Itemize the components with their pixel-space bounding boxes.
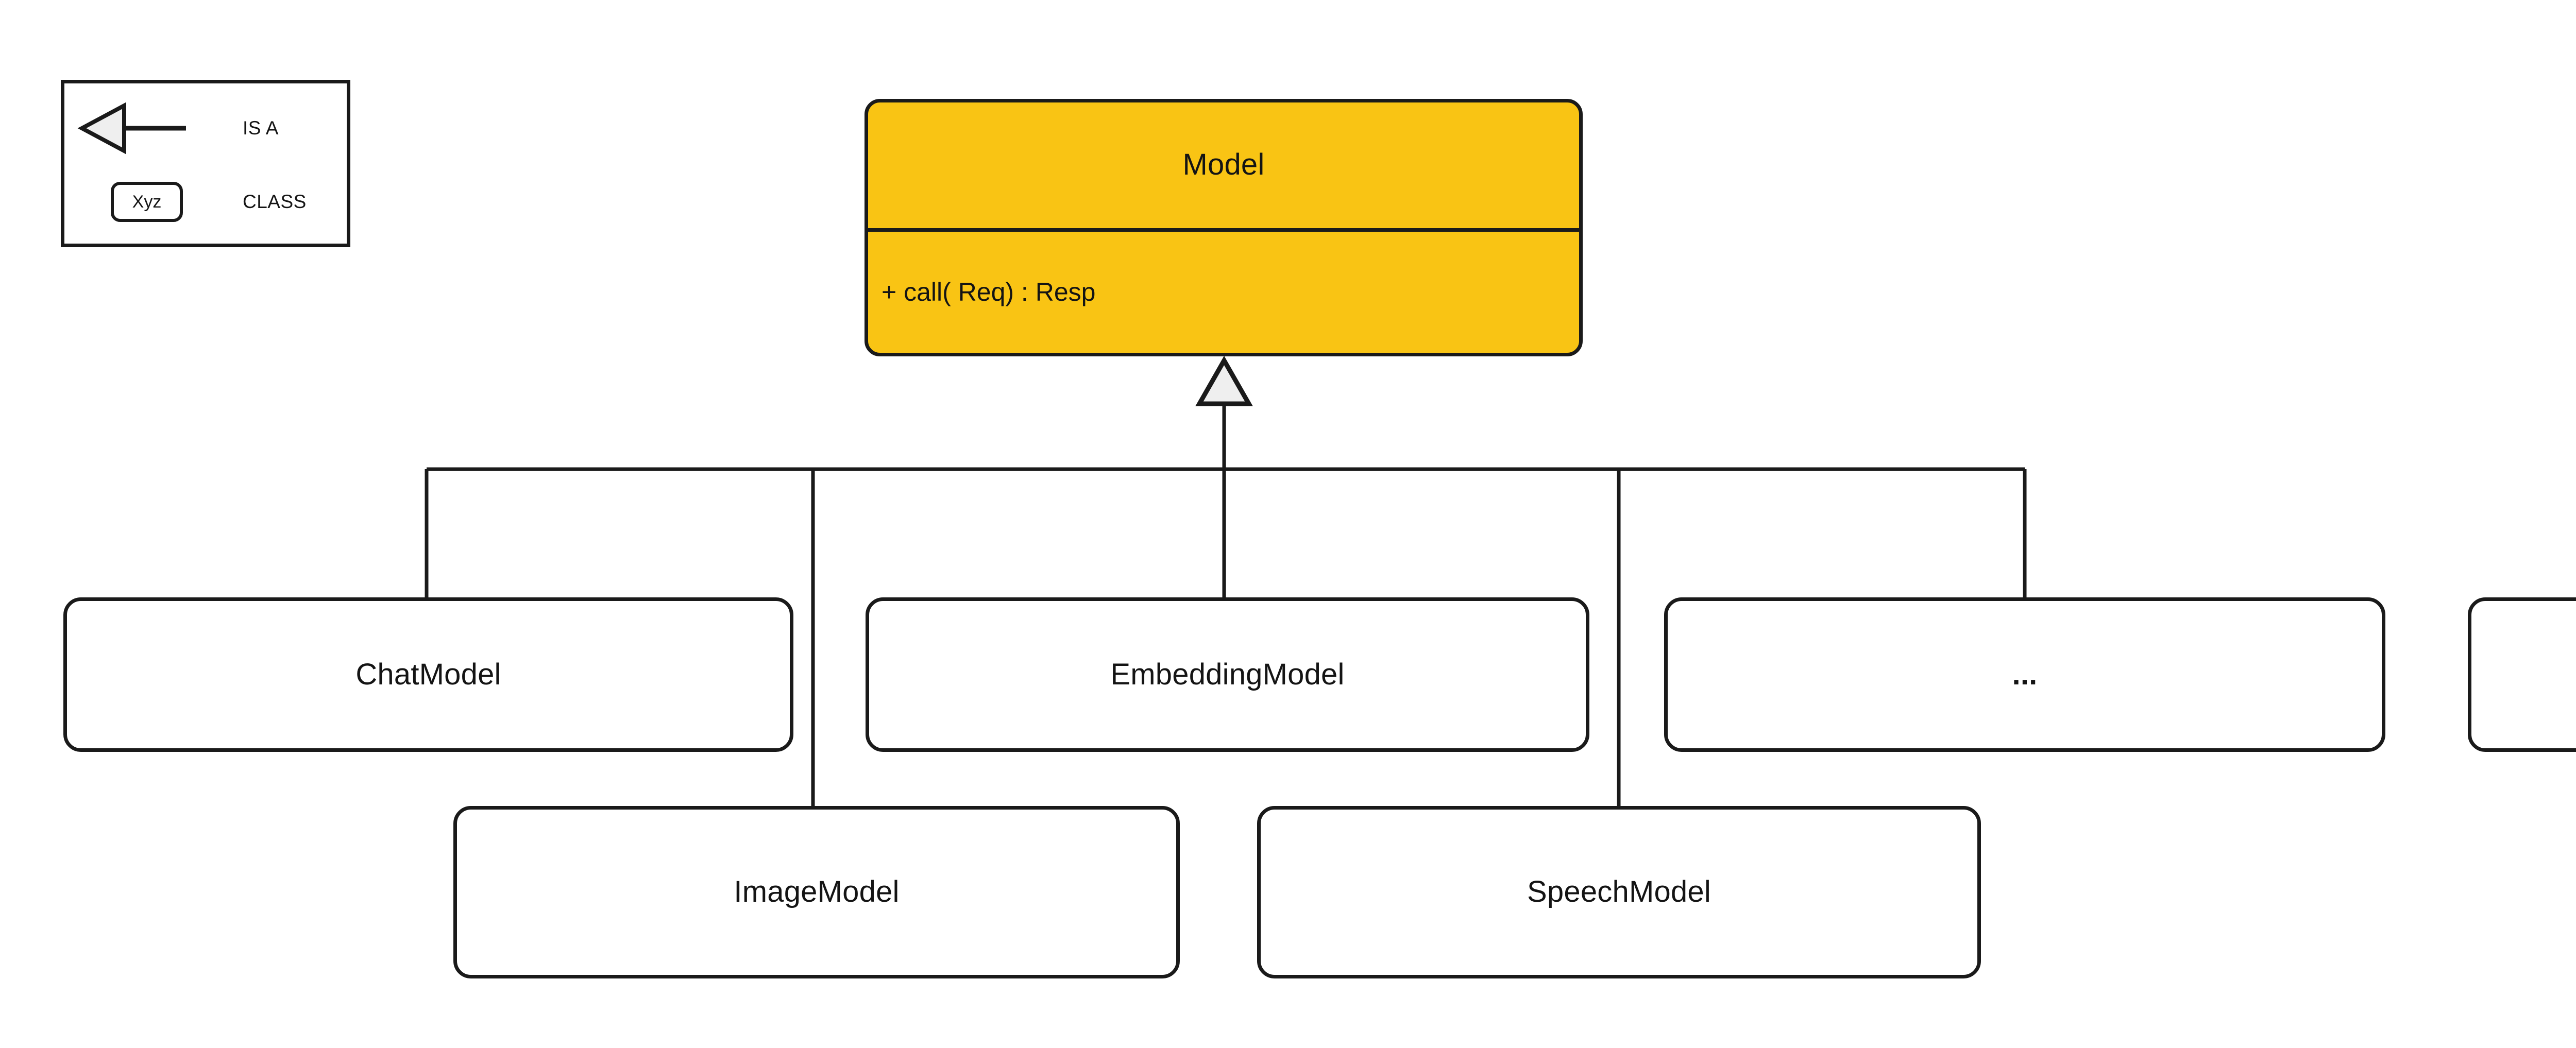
legend-row-is-a: IS A: [75, 100, 343, 157]
class-title-embedding-model: EmbeddingModel: [1110, 657, 1345, 691]
inheritance-arrowhead: [1195, 355, 1253, 406]
class-title-model-ellipsis: ...: [2012, 657, 2038, 691]
class-node-speech-model[interactable]: SpeechModel: [1257, 806, 1981, 978]
class-node-streaming-chat-model[interactable]: StreamingChatModel: [2468, 597, 2576, 752]
class-title-streaming-chat-model: StreamingChatModel: [2471, 601, 2576, 748]
inheritance-arrow-icon: [75, 100, 193, 157]
class-title-image-model: ImageModel: [734, 875, 900, 909]
class-title-chat-model: ChatModel: [355, 657, 501, 691]
class-node-chat-model[interactable]: ChatModel: [63, 597, 793, 752]
class-node-model[interactable]: Model + call( Req) : Resp: [865, 99, 1583, 356]
legend-label-class: CLASS: [243, 191, 307, 212]
class-method-model-call: + call( Req) : Resp: [882, 278, 1096, 307]
legend-chip-label: Xyz: [111, 182, 183, 222]
class-title-speech-model: SpeechModel: [1527, 875, 1711, 909]
legend-box: IS A Xyz CLASS: [61, 80, 350, 247]
class-node-image-model[interactable]: ImageModel: [453, 806, 1180, 978]
class-title-model: Model: [868, 102, 1579, 232]
class-box-icon: Xyz: [75, 174, 193, 230]
legend-row-class: Xyz CLASS: [75, 171, 343, 233]
class-node-model-ellipsis[interactable]: ...: [1664, 597, 2385, 752]
class-node-embedding-model[interactable]: EmbeddingModel: [866, 597, 1589, 752]
legend-label-is-a: IS A: [243, 117, 279, 139]
